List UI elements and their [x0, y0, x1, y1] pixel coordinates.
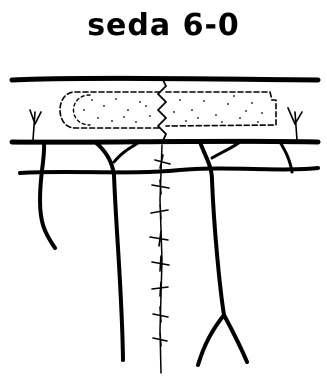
branch-left-small [30, 110, 41, 140]
graft-left [60, 92, 160, 128]
lower-vessel-wall [20, 168, 318, 173]
graft-left-inner [74, 95, 91, 125]
nerve-branch-2-fork [114, 143, 138, 162]
vessel-top-wall [12, 78, 318, 80]
suture-line-vessel [158, 78, 166, 143]
nerve-branch-2 [95, 142, 123, 360]
graft-stipple [83, 95, 263, 123]
graft-right [166, 92, 276, 126]
vessel-bottom-wall [12, 141, 318, 142]
nerve-branch-3-fork [212, 142, 240, 158]
nerve-branch-3 [198, 142, 247, 365]
branch-right-small [288, 108, 302, 140]
suture-stitches [150, 155, 170, 346]
nerve-branch-1 [40, 142, 55, 248]
